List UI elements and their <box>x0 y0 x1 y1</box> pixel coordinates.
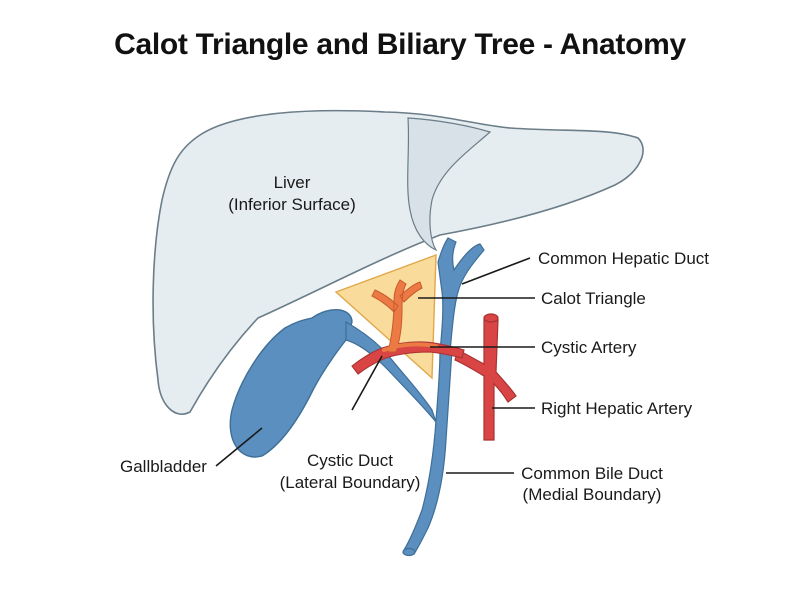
common-bile-duct-sublabel: (Medial Boundary) <box>523 485 662 504</box>
cystic-artery-highlight <box>382 342 438 352</box>
leader-lines <box>215 257 535 474</box>
right-hepatic-artery <box>454 313 517 441</box>
diagram-title: Calot Triangle and Biliary Tree - Anatom… <box>114 28 686 61</box>
leader-cystic-duct <box>351 355 383 411</box>
gallbladder-label: Gallbladder <box>120 457 207 476</box>
cystic-artery-branches <box>371 279 423 353</box>
common-hepatic-duct <box>437 237 485 353</box>
bile-duct-end <box>402 547 416 557</box>
common-hepatic-duct-label: Common Hepatic Duct <box>538 249 709 268</box>
right-hepatic-artery-label: Right Hepatic Artery <box>541 399 693 418</box>
liver-sublabel: (Inferior Surface) <box>228 195 356 214</box>
liver-label: Liver <box>274 173 311 192</box>
leader-gallbladder <box>215 427 263 467</box>
calot-triangle-label: Calot Triangle <box>541 289 646 308</box>
liver-outline <box>152 109 644 415</box>
cystic-duct-sublabel: (Lateral Boundary) <box>280 473 421 492</box>
cystic-artery <box>351 341 465 375</box>
liver-fissure <box>407 117 492 252</box>
cystic-artery-label: Cystic Artery <box>541 338 637 357</box>
gallbladder <box>229 309 353 458</box>
cystic-duct-label: Cystic Duct <box>307 451 393 470</box>
common-bile-duct-label: Common Bile Duct <box>521 464 663 483</box>
common-bile-duct <box>403 349 453 555</box>
leader-common-hepatic-duct <box>461 257 531 285</box>
liver <box>152 109 644 415</box>
right-hepatic-artery-top <box>483 313 499 323</box>
